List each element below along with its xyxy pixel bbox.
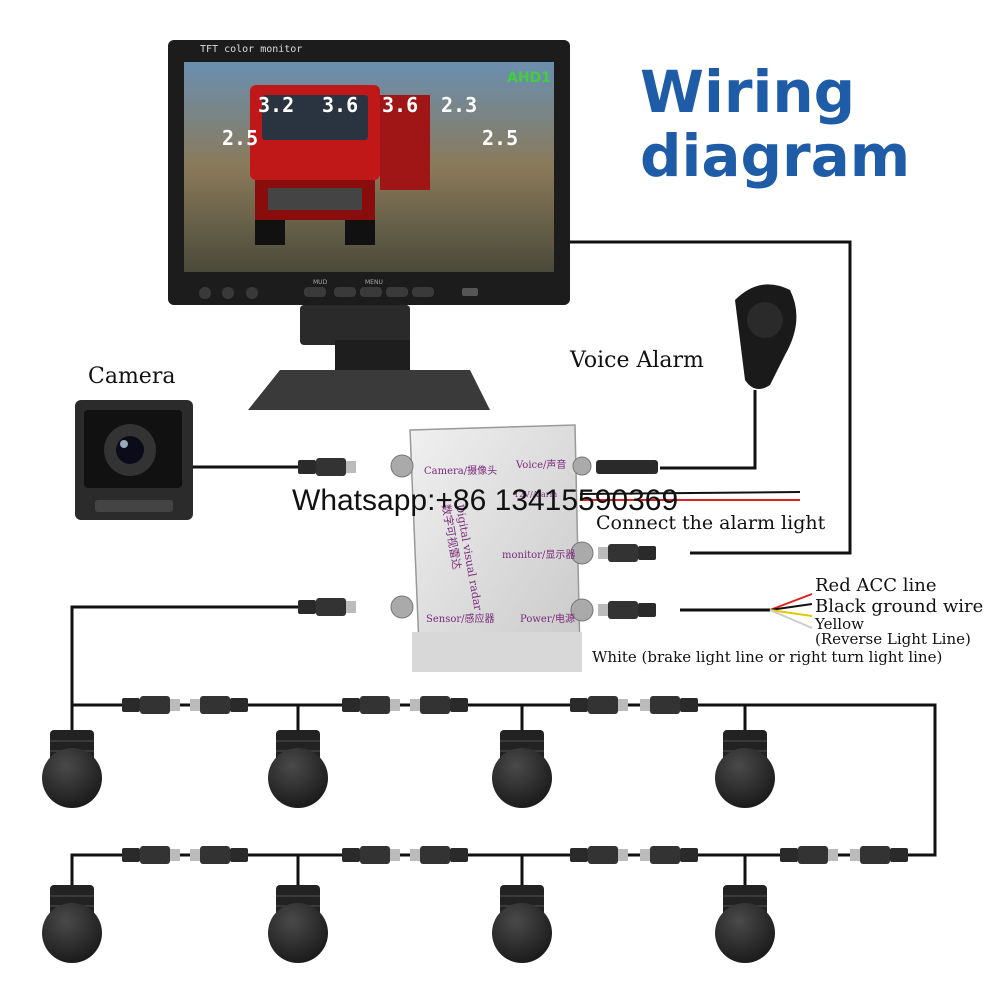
monitor-base <box>248 370 490 410</box>
reading-2: 3.6 <box>322 93 358 117</box>
reverse-light-label: (Reverse Light Line) <box>815 630 971 648</box>
monitor-button-7[interactable] <box>386 287 408 297</box>
monitor-buttons[interactable] <box>199 287 478 299</box>
port-12v-label: 12V/Alarm <box>514 490 558 499</box>
monitor-brand-label: TFT color monitor <box>200 44 302 55</box>
sensor-readings: 3.2 3.6 3.6 2.3 2.5 2.5 <box>222 93 518 150</box>
monitor-mount <box>300 305 410 345</box>
sensor-4 <box>715 730 775 808</box>
voice-connector <box>596 460 658 474</box>
title-line-2: diagram <box>640 122 911 190</box>
black-ground-label: Black ground wire <box>815 596 984 617</box>
wires <box>70 240 937 890</box>
truck-image <box>250 85 430 245</box>
monitor-button-3[interactable] <box>246 287 258 299</box>
reading-1: 3.2 <box>258 93 294 117</box>
monitor-button-6[interactable] <box>360 287 382 297</box>
whatsapp-watermark: Whatsapp:+86 13415590369 <box>292 484 679 517</box>
menu-button-label: MENU <box>365 279 383 286</box>
sensor-8 <box>715 885 775 963</box>
port-voice-label: Voice/声音 <box>515 458 566 471</box>
sensor-1 <box>42 730 102 808</box>
port-power-label: Power/电源 <box>520 612 575 625</box>
monitor-button-1[interactable] <box>199 287 211 299</box>
monitor-button-4[interactable] <box>304 287 326 297</box>
voice-alarm-label: Voice Alarm <box>570 348 704 373</box>
port-sensor-label: Sensor/感应器 <box>426 612 495 625</box>
monitor: TFT color monitor AHD1 3.2 3.6 3.6 2.3 2… <box>168 40 570 410</box>
mud-button-label: MUD <box>313 279 328 286</box>
title-line-1: Wiring <box>640 58 856 126</box>
sensor-6 <box>268 885 328 963</box>
power-color-wires <box>769 593 813 629</box>
camera <box>75 400 193 520</box>
box-connectors <box>298 458 658 619</box>
control-box: Camera/摄像头 Voice/声音 12V/Alarm monitor/显示… <box>390 424 594 672</box>
voice-alarm-wire <box>660 390 757 470</box>
sensor-5 <box>42 885 102 963</box>
white-wire-label: White (brake light line or right turn li… <box>592 648 943 666</box>
yellow-label: Yellow <box>815 615 864 633</box>
voice-alarm-speaker <box>735 284 797 389</box>
sensor-3 <box>492 730 552 808</box>
sensor-7 <box>492 885 552 963</box>
port-monitor-label: monitor/显示器 <box>502 549 575 561</box>
mode-badge: AHD1 <box>507 70 551 86</box>
sensor-2 <box>268 730 328 808</box>
sensor-bus-wire <box>70 605 937 890</box>
monitor-button-8[interactable] <box>412 287 434 297</box>
bus-connectors-row1 <box>122 696 698 714</box>
reading-3: 3.6 <box>382 93 418 117</box>
alarm-light-wires <box>579 491 801 501</box>
monitor-button-5[interactable] <box>334 287 356 297</box>
red-acc-label: Red ACC line <box>815 575 937 596</box>
diagram-title: Wiring diagram <box>640 60 910 188</box>
reading-4: 2.3 <box>441 93 477 117</box>
reading-5: 2.5 <box>222 126 258 150</box>
reading-6: 2.5 <box>482 126 518 150</box>
camera-label: Camera <box>88 364 176 389</box>
power-button[interactable] <box>462 288 478 296</box>
connect-alarm-label: Connect the alarm light <box>596 512 826 534</box>
port-camera-label: Camera/摄像头 <box>424 464 497 477</box>
monitor-wire <box>568 240 852 555</box>
monitor-button-2[interactable] <box>222 287 234 299</box>
